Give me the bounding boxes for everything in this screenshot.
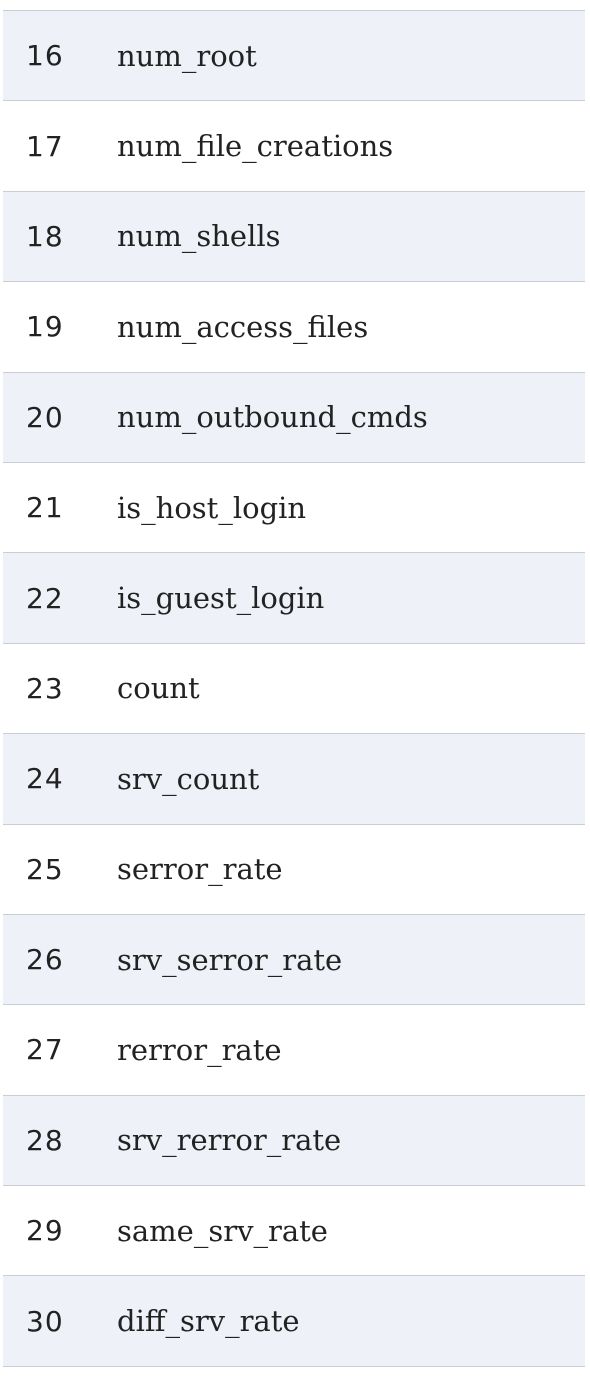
- feature-name: rerror_rate: [117, 1032, 282, 1067]
- table-row: 29 same_srv_rate: [3, 1186, 585, 1277]
- row-index: 23: [26, 671, 64, 705]
- table-row: 28 srv_rerror_rate: [3, 1095, 585, 1187]
- feature-name: is_guest_login: [117, 581, 325, 616]
- feature-name: srv_rerror_rate: [117, 1123, 342, 1158]
- feature-name: is_host_login: [117, 490, 307, 525]
- feature-name: num_file_creations: [117, 129, 394, 164]
- table-row: 26 srv_serror_rate: [3, 914, 585, 1006]
- row-index: 29: [26, 1214, 64, 1248]
- row-index: 20: [26, 400, 64, 434]
- table-row: 19 num_access_files: [3, 282, 585, 373]
- table-row: 25 serror_rate: [3, 825, 585, 915]
- table-row: 24 srv_count: [3, 734, 585, 825]
- feature-name: srv_count: [117, 761, 260, 796]
- row-index: 28: [26, 1123, 64, 1157]
- table-row: 27 rerror_rate: [3, 1005, 585, 1096]
- table-row: 16 num_root: [3, 11, 585, 102]
- table-row: 21 is_host_login: [3, 463, 585, 554]
- feature-name: srv_serror_rate: [117, 942, 343, 977]
- feature-table: 16 num_root 17 num_file_creations 18 num…: [3, 10, 585, 1367]
- table-row: 23 count: [3, 644, 585, 735]
- row-index: 19: [26, 310, 64, 344]
- row-index: 17: [26, 129, 64, 163]
- row-index: 18: [26, 219, 64, 253]
- feature-name: serror_rate: [117, 852, 283, 887]
- row-index: 21: [26, 491, 64, 525]
- row-index: 26: [26, 943, 64, 977]
- feature-name: num_access_files: [117, 309, 369, 344]
- feature-name: num_outbound_cmds: [117, 400, 428, 435]
- row-index: 27: [26, 1033, 64, 1067]
- feature-name: num_root: [117, 38, 257, 73]
- row-index: 16: [26, 39, 64, 73]
- row-index: 24: [26, 762, 64, 796]
- table-row: 17 num_file_creations: [3, 101, 585, 192]
- feature-name: num_shells: [117, 219, 281, 254]
- row-index: 25: [26, 852, 64, 886]
- table-row: 18 num_shells: [3, 191, 585, 283]
- feature-name: diff_srv_rate: [117, 1304, 300, 1339]
- feature-name: same_srv_rate: [117, 1213, 328, 1248]
- feature-name: count: [117, 671, 200, 706]
- table-row: 30 diff_srv_rate: [3, 1276, 585, 1367]
- table-row: 20 num_outbound_cmds: [3, 372, 585, 463]
- row-index: 30: [26, 1304, 64, 1338]
- table-row: 22 is_guest_login: [3, 553, 585, 644]
- row-index: 22: [26, 581, 64, 615]
